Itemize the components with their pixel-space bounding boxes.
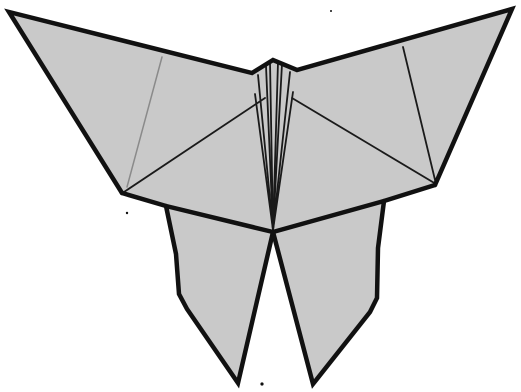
upper-wings xyxy=(9,9,512,232)
speck-dot xyxy=(330,10,332,12)
speck-dot xyxy=(260,382,263,385)
speck-dot xyxy=(126,212,128,214)
